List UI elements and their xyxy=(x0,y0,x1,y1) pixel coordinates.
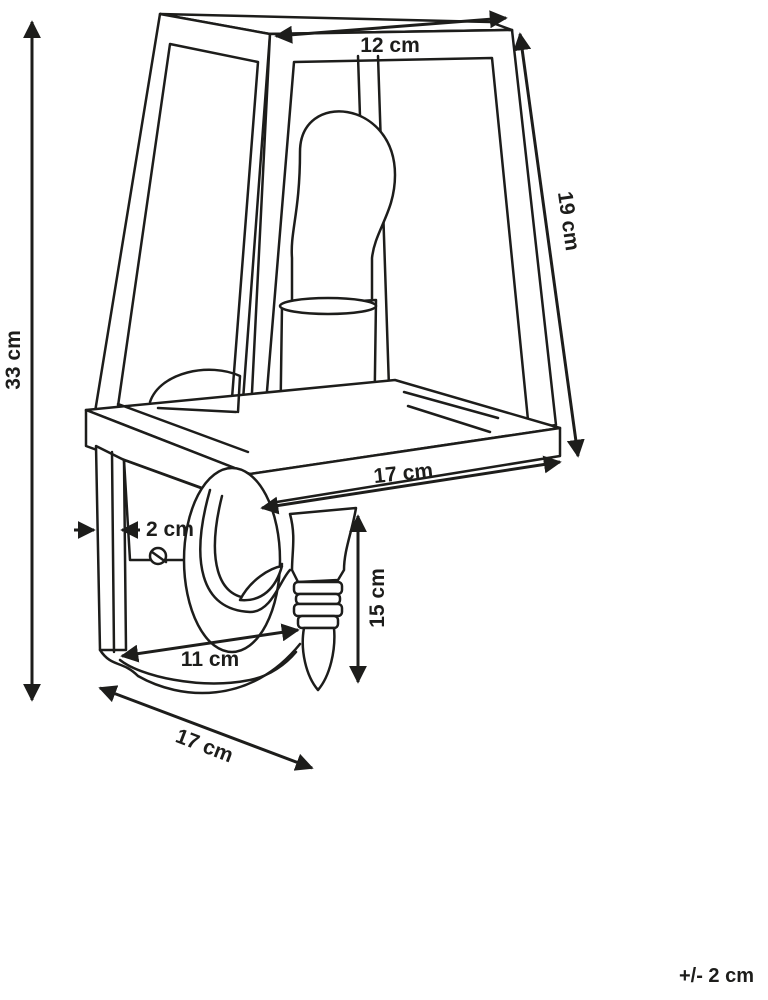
light-bulb xyxy=(290,110,397,307)
base-inner-rail xyxy=(406,404,492,434)
mounting-oval xyxy=(182,466,282,654)
finial-stem xyxy=(288,506,358,584)
finial-ring xyxy=(292,580,344,596)
dim-line-top-width xyxy=(274,10,508,44)
curved-arm xyxy=(199,488,292,614)
wall-lamp-drawing xyxy=(84,12,562,695)
finial-ring xyxy=(296,614,340,630)
dim-line-backplate-width xyxy=(120,623,300,663)
base-inner-rail xyxy=(156,406,238,414)
label-total-height: 33 cm xyxy=(2,330,25,390)
arm-leaf xyxy=(238,564,284,602)
dim-line-base-width xyxy=(260,455,562,515)
dim-line-depth xyxy=(98,685,314,771)
finial-tip xyxy=(301,626,336,692)
label-top-width: 12 cm xyxy=(360,34,420,57)
socket-rim xyxy=(278,296,378,316)
finial-ring xyxy=(294,592,342,606)
dim-line-lantern-height xyxy=(513,32,585,458)
finial-ring xyxy=(292,602,344,618)
tolerance-note: +/- 2 cm xyxy=(678,965,754,987)
base-inner-rail xyxy=(402,390,500,420)
label-depth: 17 cm xyxy=(172,725,236,768)
label-bracket-offset: 2 cm xyxy=(146,518,194,541)
backplate-edge xyxy=(110,450,116,654)
backplate-bottom-edge-inner xyxy=(118,650,298,685)
dimension-lines xyxy=(23,10,585,771)
label-backplate-width: 11 cm xyxy=(181,648,239,671)
label-lantern-height: 19 cm xyxy=(553,190,584,252)
base-inner-rail xyxy=(116,402,250,454)
screw-slot xyxy=(150,550,168,564)
mount-disc xyxy=(148,368,242,414)
label-arm-height: 15 cm xyxy=(366,568,389,628)
lantern-back-rod xyxy=(376,54,392,420)
